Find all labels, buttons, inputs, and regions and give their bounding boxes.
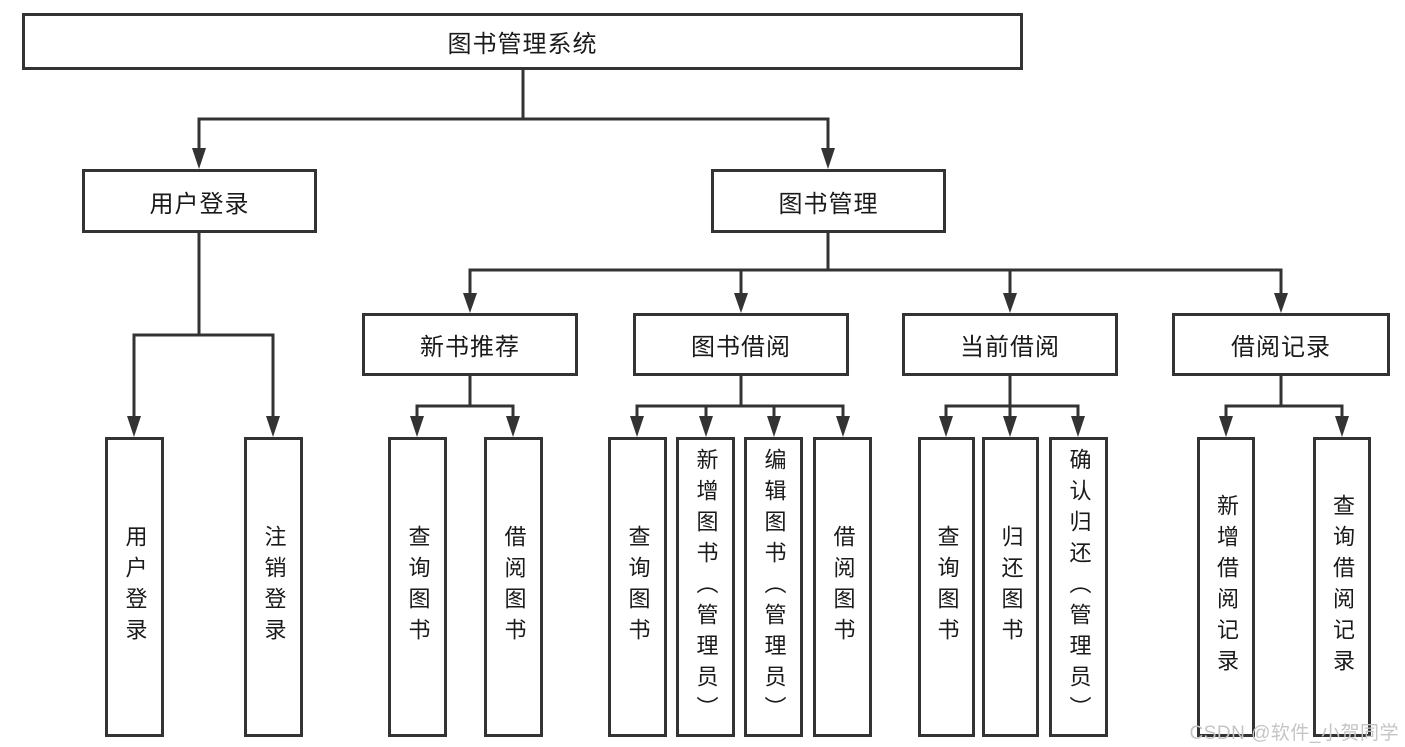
leaf-query-books-current: 查询图书 [918,437,975,737]
leaf-query-books-recommend: 查询图书 [388,437,447,737]
leaf-return-books-label: 归还图书 [998,525,1024,649]
node-user-login: 用户登录 [82,169,317,233]
leaf-borrow-books-label: 借阅图书 [830,525,856,649]
leaf-edit-books-admin-label: 编辑图书（管理员） [761,447,787,727]
leaf-user-login: 用户登录 [105,437,164,737]
node-book-management: 图书管理 [711,169,946,233]
leaf-borrow-books-recommend: 借阅图书 [484,437,543,737]
leaf-add-borrow-record-label: 新增借阅记录 [1214,494,1239,680]
node-root-system: 图书管理系统 [22,13,1023,70]
node-book-borrow-label: 图书借阅 [691,334,791,361]
node-book-borrow: 图书借阅 [633,313,849,376]
leaf-add-books-admin-label: 新增图书（管理员） [693,447,719,727]
leaf-add-books-admin: 新增图书（管理员） [676,437,735,737]
leaf-return-books: 归还图书 [982,437,1039,737]
leaf-edit-books-admin: 编辑图书（管理员） [744,437,803,737]
leaf-confirm-return-admin-label: 确认归还（管理员） [1066,447,1092,727]
leaf-logout-label: 注销登录 [261,525,287,649]
leaf-query-books-borrow-label: 查询图书 [625,525,651,649]
leaf-query-books-borrow: 查询图书 [608,437,667,737]
leaf-query-borrow-record-label: 查询借阅记录 [1330,494,1355,680]
leaf-logout: 注销登录 [244,437,303,737]
node-current-borrow-label: 当前借阅 [960,334,1060,361]
node-user-login-label: 用户登录 [149,190,250,218]
leaf-borrow-books-recommend-label: 借阅图书 [501,525,527,649]
leaf-add-borrow-record: 新增借阅记录 [1197,437,1255,737]
node-new-book-recommend: 新书推荐 [362,313,578,376]
node-current-borrow: 当前借阅 [902,313,1118,376]
node-book-management-label: 图书管理 [778,190,879,218]
node-borrow-records: 借阅记录 [1172,313,1390,376]
node-borrow-records-label: 借阅记录 [1231,334,1331,361]
leaf-query-borrow-record: 查询借阅记录 [1313,437,1371,737]
node-root-system-label: 图书管理系统 [447,31,598,58]
leaf-query-books-current-label: 查询图书 [934,525,960,649]
leaf-user-login-label: 用户登录 [122,525,148,649]
node-new-book-recommend-label: 新书推荐 [420,334,520,361]
leaf-borrow-books: 借阅图书 [813,437,872,737]
leaf-confirm-return-admin: 确认归还（管理员） [1049,437,1108,737]
leaf-query-books-recommend-label: 查询图书 [405,525,431,649]
watermark: CSDN @软件_小贺同学 [1189,723,1399,744]
